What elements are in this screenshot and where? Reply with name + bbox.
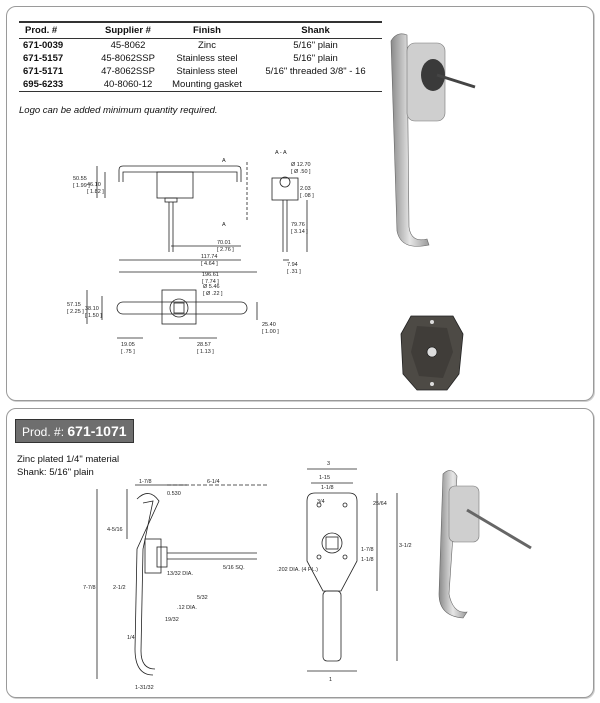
bdim-a: 1-7/8 [139, 479, 152, 485]
bdim-m: 1-31/32 [135, 685, 154, 691]
product-panel-bottom: Prod. #: 671-1071 Zinc plated 1/4" mater… [6, 408, 594, 698]
dim-46: 46.10 [87, 182, 101, 188]
badge-label: Prod. #: [22, 425, 65, 439]
bdim-p: 1-1/8 [321, 485, 334, 491]
bdim-r: 25/64 [373, 501, 387, 507]
supplier-number: 40-8060-12 [91, 78, 165, 92]
bdim-c: 0.530 [167, 491, 181, 497]
bdim-e: 2-1/2 [113, 585, 126, 591]
bdim-b: 6-1/4 [207, 479, 220, 485]
header-supplier: Supplier # [91, 21, 165, 39]
supplier-number: 47-8062SSP [101, 66, 155, 77]
dim-203-in: [ .08 ] [300, 193, 314, 199]
dim-50: 50.55 [73, 176, 87, 182]
header-shank: Shank [249, 21, 382, 39]
bdim-s: 1-7/8 [361, 547, 374, 553]
bdim-v: .202 DIA. (4 PL.) [277, 567, 318, 573]
dim-79: 79.76 [291, 222, 305, 228]
bdim-g: 13/32 DIA. [167, 571, 193, 577]
shank: 5/16" plain [293, 40, 338, 51]
dim-546: Ø 5.46 [203, 284, 220, 290]
product-number-badge: Prod. #: 671-1071 [15, 419, 134, 443]
shank [249, 78, 382, 92]
dim-46-in: [ 1.82 ] [87, 189, 104, 195]
material-info: Zinc plated 1/4" material Shank: 5/16" p… [17, 453, 119, 479]
bdim-o: 1-15 [319, 475, 330, 481]
logo-note: Logo can be added minimum quantity requi… [19, 105, 218, 116]
bdim-f: 7-7/8 [83, 585, 96, 591]
bdim-t: 3-1/2 [399, 543, 412, 549]
dim-38: 38.10 [85, 306, 99, 312]
bdim-u: 1-1/8 [361, 557, 374, 563]
dim-2857-in: [ 1.13 ] [197, 349, 214, 355]
dim-117: 117.74 [201, 254, 217, 260]
bdim-k: 19/32 [165, 617, 179, 623]
dim-70-in: [ 2.76 ] [217, 247, 234, 253]
material-line: Zinc plated 1/4" material [17, 454, 120, 465]
supplier-number: 45-8062SSP [101, 53, 155, 64]
finish: Stainless steel [176, 66, 238, 77]
finish: Mounting gasket [165, 78, 249, 92]
bdim-w: 1 [329, 677, 332, 683]
dim-794-in: [ .31 ] [287, 269, 301, 275]
spec-header-row: Prod. # Supplier # Finish Shank [19, 21, 382, 39]
dim-57-in: [ 2.25 ] [67, 309, 84, 315]
spec-table: Prod. # Supplier # Finish Shank 671-0039… [19, 21, 382, 92]
bdim-h: 5/16 SQ. [223, 565, 245, 571]
finish: Stainless steel [176, 53, 238, 64]
supplier-number: 45-8062 [110, 40, 146, 51]
bdim-i: 5/32 [197, 595, 208, 601]
prod-number: 671-5157 [23, 53, 64, 64]
shank-line: Shank: 5/16" plain [17, 467, 94, 478]
bdim-l: 1/4 [127, 635, 135, 641]
bdim-q: 3/4 [317, 499, 325, 505]
gasket-photo [400, 315, 464, 391]
prod-number: 671-5171 [23, 66, 64, 77]
dim-1905: 19.05 [121, 342, 135, 348]
handle-technical-drawing: A A A - A 50.55 [ 1.99 ] 46.10 [ 1.82 ] … [67, 150, 314, 355]
product-panel-top: Prod. # Supplier # Finish Shank 671-0039… [6, 6, 594, 401]
spec-row: 695-6233 40-8060-12 Mounting gasket [19, 78, 382, 92]
dim-70: 70.01 [217, 240, 231, 246]
bottom-front-drawing: 3 1-15 1-1/8 3/4 25/64 1-7/8 3-1/2 1-1/8… [277, 461, 412, 683]
dim-546-in: [ Ø .22 ] [203, 291, 223, 297]
bdim-n: 3 [327, 461, 330, 467]
bottom-handle-photo [438, 470, 532, 619]
dim-57: 57.15 [67, 302, 81, 308]
spec-row: 671-0039 45-8062 Zinc 5/16" plain [19, 39, 382, 53]
finish: Zinc [198, 40, 216, 51]
section-label-aa: A - A [275, 150, 287, 156]
dim-1905-in: [ .75 ] [121, 349, 135, 355]
dim-12-in: [ Ø .50 ] [291, 169, 311, 175]
bottom-side-drawing: 1-7/8 6-1/4 0.530 4-5/16 2-1/2 7-7/8 13/… [83, 479, 267, 691]
spec-row: 671-5171 47-8062SSP Stainless steel 5/16… [19, 65, 382, 78]
spec-row: 671-5157 45-8062SSP Stainless steel 5/16… [19, 52, 382, 65]
section-marker-a-top: A [222, 158, 226, 164]
dim-38-in: [ 1.50 ] [85, 313, 102, 319]
dim-2540: 25.40 [262, 322, 276, 328]
handle-photo [390, 33, 476, 247]
bdim-j: .12 DIA. [177, 605, 197, 611]
dim-196-in: [ 7.74 ] [202, 279, 219, 285]
prod-number: 695-6233 [19, 78, 91, 92]
shank: 5/16" plain [293, 53, 338, 64]
prod-number: 671-0039 [23, 40, 64, 51]
badge-number: 671-1071 [67, 423, 127, 439]
dim-196: 196.61 [202, 272, 219, 278]
dim-794: 7.94 [287, 262, 298, 268]
bdim-d: 4-5/16 [107, 527, 123, 533]
dim-79-in: [ 3.14 ] [291, 229, 308, 235]
dim-203: 2.03 [300, 186, 311, 192]
shank: 5/16" threaded 3/8" - 16 [265, 66, 366, 77]
section-marker-a-bottom: A [222, 222, 226, 228]
header-prod: Prod. # [19, 21, 91, 39]
dim-50-in: [ 1.99 ] [73, 183, 90, 189]
dim-2857: 28.57 [197, 342, 211, 348]
dim-117-in: [ 4.64 ] [201, 261, 218, 267]
dim-12: Ø 12.70 [291, 162, 311, 168]
header-finish: Finish [165, 21, 249, 39]
dim-2540-in: [ 1.00 ] [262, 329, 279, 335]
